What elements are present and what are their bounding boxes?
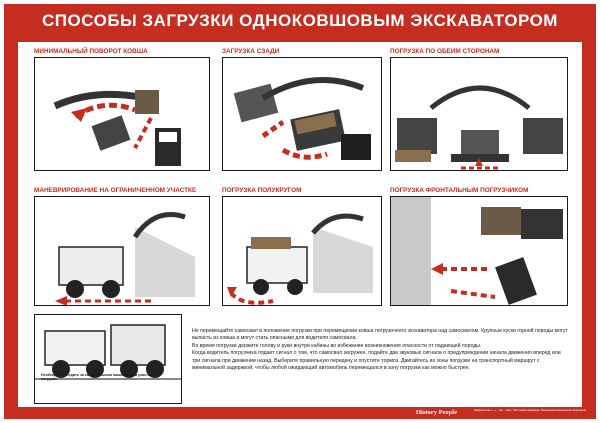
boom-shape xyxy=(132,212,186,239)
boom-shape xyxy=(429,85,531,110)
illustration-site-watch: Необходимо следить за самосвальным машин… xyxy=(34,314,182,404)
illustration-min-turn xyxy=(34,57,210,171)
panel-label-semicircle: ПОГРУЗКА ПОЛУКРУГОМ xyxy=(222,187,302,194)
page-title: СПОСОБЫ ЗАГРУЗКИ ОДНОКОВШОВЫМ ЭКСКАВАТОР… xyxy=(42,11,558,30)
panel-label-front-loader: ПОГРУЗКА ФРОНТАЛЬНЫМ ПОГРУЗЧИКОМ xyxy=(390,187,529,194)
boom-shape xyxy=(311,213,364,235)
illustration-caption: Необходимо следить за самосвальным машин… xyxy=(41,373,152,381)
truck-shape xyxy=(495,257,537,305)
illustration-both-sides xyxy=(390,57,568,171)
legal-footer: Издательство «...» · тел. · www · Все пр… xyxy=(474,409,587,412)
brand-logo-text: History People xyxy=(416,409,457,416)
note-paragraph: Во время погрузки держите голову и руки … xyxy=(192,342,482,349)
truck-shape xyxy=(58,246,124,286)
arrow-red xyxy=(281,147,328,160)
arrow-red xyxy=(229,291,274,305)
panel-label-maneuver: МАНЕВРИРОВАНИЕ НА ОГРАНИЧЕННОМ УЧАСТКЕ xyxy=(34,187,197,194)
boom-shape xyxy=(261,77,365,101)
illustration-front-loader xyxy=(390,196,568,306)
excavator-shape xyxy=(91,115,131,151)
truck-cab-shape xyxy=(341,134,371,160)
loader-shape xyxy=(521,209,563,239)
poster-sheet: МИНИМАЛЬНЫЙ ПОВОРОТ КОВША ЗАГРУЗКА СЗАДИ… xyxy=(18,42,582,407)
truck-right-shape xyxy=(523,118,563,154)
excavator-shape xyxy=(313,227,373,293)
truck-shape xyxy=(44,330,106,366)
illustration-semicircle xyxy=(222,196,382,306)
panel-label-both-sides: ПОГРУЗКА ПО ОБЕИМ СТОРОНАМ xyxy=(390,48,500,55)
safety-notes: Не перемещайте самосвал в положение погр… xyxy=(192,328,568,400)
note-paragraph: Когда водитель погрузчика подает сигнал … xyxy=(192,350,561,372)
excavator-shape xyxy=(233,83,279,123)
arrow-head xyxy=(71,108,87,122)
illustration-rear-load xyxy=(222,57,382,171)
truck-left-shape xyxy=(397,118,437,154)
panel-label-min-turn: МИНИМАЛЬНЫЙ ПОВОРОТ КОВША xyxy=(34,48,148,55)
loader-shape xyxy=(110,324,166,366)
rock-pile-shape xyxy=(391,197,431,305)
bucket-shape xyxy=(481,207,521,235)
note-paragraph: Не перемещайте самосвал в положение погр… xyxy=(192,328,568,342)
excavator-shape xyxy=(135,227,195,297)
excavator-shape xyxy=(461,130,499,154)
truck-shape xyxy=(246,246,308,284)
bucket-shape xyxy=(135,90,159,114)
poster: СПОСОБЫ ЗАГРУЗКИ ОДНОКОВШОВЫМ ЭКСКАВАТОР… xyxy=(4,4,596,419)
arrow-red xyxy=(475,158,483,166)
panel-label-rear-load: ЗАГРУЗКА СЗАДИ xyxy=(222,48,280,55)
illustration-maneuver xyxy=(34,196,210,306)
